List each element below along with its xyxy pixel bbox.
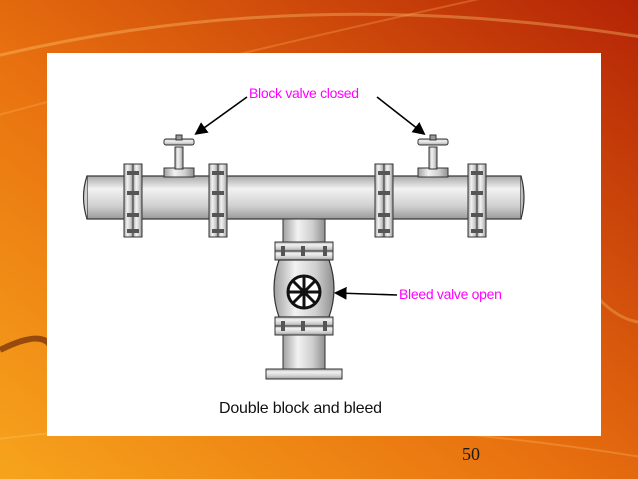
handwheel-icon: [163, 134, 195, 146]
arrow-icon: [376, 96, 426, 135]
branch-flange-lower: [274, 316, 334, 336]
handwheel-icon: [286, 274, 322, 310]
handwheel-icon: [417, 134, 449, 146]
arrow-icon: [333, 286, 398, 300]
flange-4: [467, 163, 487, 238]
arrow-icon: [194, 96, 248, 135]
diagram-panel: Block valve closed Bleed valve open Doub…: [47, 53, 601, 436]
branch-pipe: [282, 218, 326, 244]
double-block-bleed-diagram: [82, 96, 525, 380]
block-valve-label: Block valve closed: [249, 85, 359, 101]
diagram-caption: Double block and bleed: [219, 400, 382, 417]
block-valve-right: [417, 134, 449, 178]
base-pipe: [265, 334, 343, 380]
block-valve-left: [163, 134, 195, 178]
flange-1: [123, 163, 143, 238]
flange-2: [208, 163, 228, 238]
main-pipe: [82, 175, 525, 220]
branch-flange-upper: [274, 241, 334, 261]
bleed-valve: [273, 259, 335, 318]
slide-number: 50: [462, 444, 480, 464]
flange-3: [374, 163, 394, 238]
bleed-valve-label: Bleed valve open: [399, 286, 502, 302]
